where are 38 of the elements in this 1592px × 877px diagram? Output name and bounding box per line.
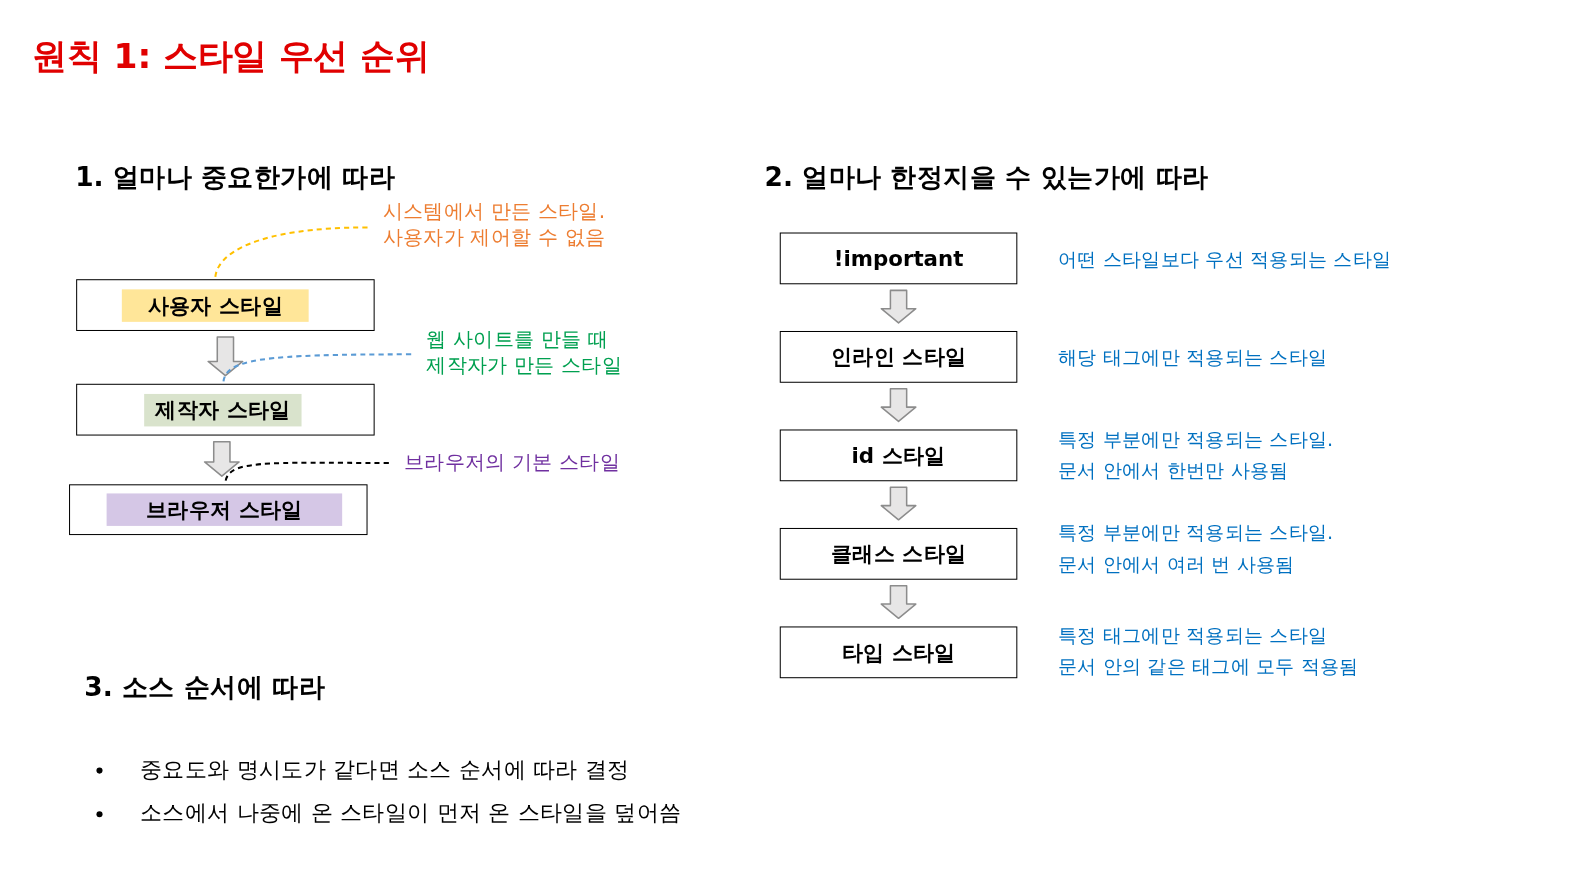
box-label: !important <box>833 245 964 273</box>
annotation-text: 웹 사이트를 만들 때 제작자가 만든 스타일 <box>411 326 645 378</box>
down-arrow <box>207 336 244 377</box>
down-arrow <box>203 440 240 477</box>
description-text: 특정 부분에만 적용되는 스타일. 문서 안에서 여러 번 사용됨 <box>1057 519 1335 577</box>
style-box <box>779 626 1018 679</box>
box-label: 타입 스타일 <box>841 639 956 667</box>
description-text: 특정 부분에만 적용되는 스타일. 문서 안에서 한번만 사용됨 <box>1057 426 1335 484</box>
style-box <box>76 383 375 436</box>
annotation-text: 시스템에서 만든 스타일. 사용자가 제어할 수 없음 <box>367 199 642 250</box>
description-text: 어떤 스타일보다 우선 적용되는 스타일 <box>1057 246 1393 273</box>
section-heading: 1. 얼마나 중요한가에 따라 <box>75 160 396 194</box>
section-heading: 2. 얼마나 한정지을 수 있는가에 따라 <box>764 160 1209 194</box>
leader-line <box>214 226 368 280</box>
style-box <box>779 232 1018 285</box>
bullet-text: 중요도와 명시도가 같다면 소스 순서에 따라 결정 <box>140 755 630 784</box>
leader-line <box>222 353 412 384</box>
style-box <box>69 484 368 536</box>
box-label: 사용자 스타일 <box>121 288 309 322</box>
box-label: id 스타일 <box>851 442 946 470</box>
annotation-text: 브라우저의 기본 스타일 <box>388 449 643 476</box>
down-arrow <box>880 585 917 620</box>
style-box <box>779 331 1018 383</box>
box-label: 클래스 스타일 <box>830 540 967 569</box>
slide-title: 원칙 1: 스타일 우선 순위 <box>32 34 430 79</box>
style-box <box>779 527 1018 580</box>
box-label: 제작자 스타일 <box>144 393 302 426</box>
style-box <box>76 279 375 331</box>
style-box <box>779 429 1018 482</box>
bullet-text: 소스에서 나중에 온 스타일이 먼저 온 스타일을 덮어씀 <box>140 799 682 828</box>
down-arrow <box>880 486 917 521</box>
box-label: 브라우저 스타일 <box>106 493 343 526</box>
description-text: 특정 태그에만 적용되는 스타일 문서 안의 같은 태그에 모두 적용됨 <box>1057 622 1360 680</box>
down-arrow <box>880 289 917 324</box>
down-arrow <box>880 388 917 423</box>
description-text: 해당 태그에만 적용되는 스타일 <box>1057 345 1329 371</box>
section-heading: 3. 소스 순서에 따라 <box>84 671 325 705</box>
box-label: 인라인 스타일 <box>830 343 967 372</box>
